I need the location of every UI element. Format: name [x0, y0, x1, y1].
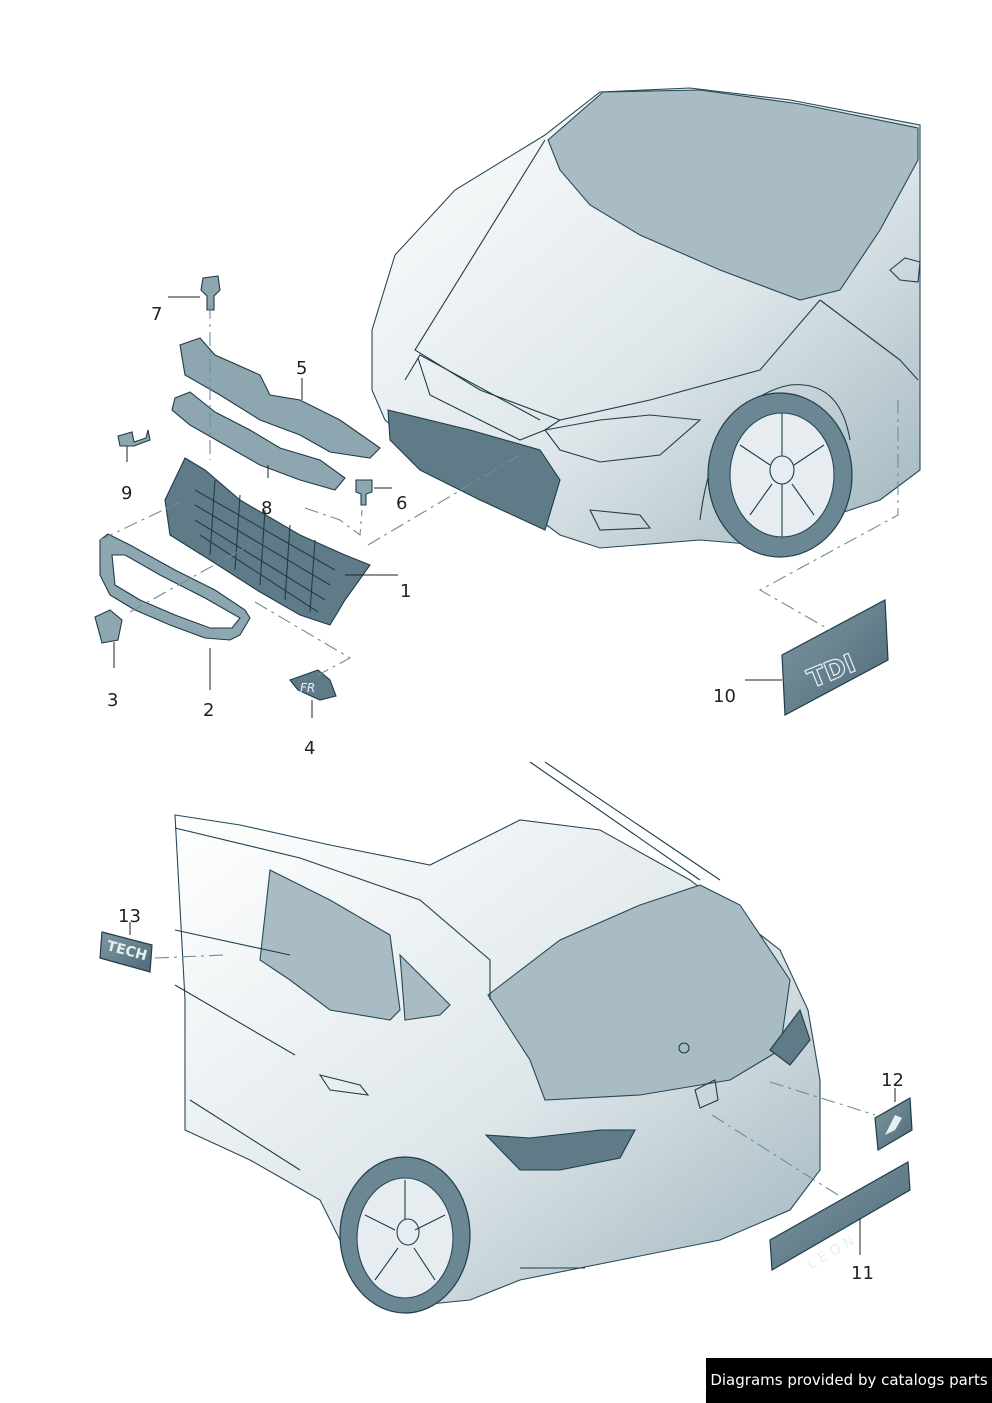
- tech-badge-part-13: TECH: [99, 931, 226, 973]
- front-lower-grille: [387, 409, 561, 531]
- fr-badge-text: FR: [300, 681, 315, 695]
- fr-badge-part-4: [289, 669, 337, 701]
- lock-carrier-bracket-part-8: [171, 391, 346, 491]
- radiator-grille-part-1: [164, 457, 371, 626]
- callout-4: 4: [304, 738, 315, 759]
- callout-13: 13: [118, 906, 141, 927]
- grille-assembly: FR: [94, 275, 521, 701]
- screw-part-6: [355, 479, 373, 506]
- front-car-illustration: [371, 87, 921, 558]
- callout-11: 11: [851, 1263, 874, 1284]
- callout-6: 6: [396, 493, 407, 514]
- expanding-clip-part-7: [200, 275, 221, 311]
- callout-1: 1: [400, 581, 411, 602]
- emblem-part-3: [94, 609, 123, 644]
- rear-car-illustration: [174, 761, 821, 1314]
- callout-9: 9: [121, 483, 132, 504]
- grille-frame-part-2: [99, 533, 251, 641]
- tail-light: [484, 1129, 636, 1171]
- credit-text: Diagrams provided by catalogs parts: [710, 1371, 988, 1389]
- upper-air-guide-part-5: [179, 337, 381, 459]
- callout-7: 7: [151, 304, 162, 325]
- credit-banner: Diagrams provided by catalogs parts: [706, 1358, 992, 1403]
- screw-part-9: [117, 429, 151, 447]
- fr-badge-part-12: [769, 1081, 913, 1151]
- callout-leaders: [113, 296, 896, 1255]
- callout-5: 5: [296, 358, 307, 379]
- callout-12: 12: [881, 1070, 904, 1091]
- callout-10: 10: [713, 686, 736, 707]
- callout-3: 3: [107, 690, 118, 711]
- callout-8: 8: [261, 498, 272, 519]
- callout-2: 2: [203, 700, 214, 721]
